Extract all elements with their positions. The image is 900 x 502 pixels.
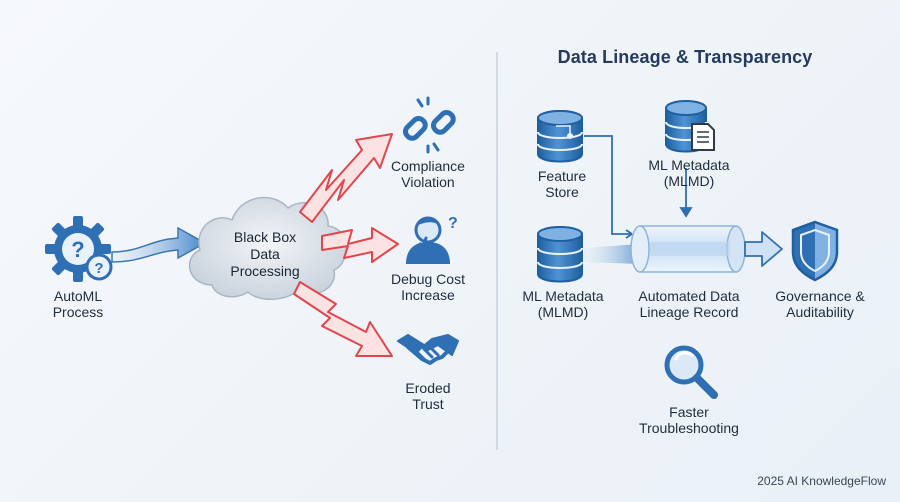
footer-credit: 2025 AI KnowledgeFlow xyxy=(757,474,886,488)
flow-into-pipe xyxy=(584,244,640,264)
ml-metadata-top-label: ML Metadata (MLMD) xyxy=(648,157,730,189)
magnifier-icon xyxy=(664,345,718,399)
section-title: Data Lineage & Transparency xyxy=(557,47,813,67)
cloud-icon xyxy=(188,196,347,300)
lineage-record-label: Automated Data Lineage Record xyxy=(638,288,740,320)
red-arrow-trust xyxy=(293,281,393,357)
database-document-icon xyxy=(665,100,715,153)
database-icon xyxy=(537,110,583,163)
flow-arrow-to-cloud xyxy=(111,226,207,263)
compliance-violation-label: Compliance Violation xyxy=(391,158,465,190)
confused-person-icon: ? xyxy=(406,215,458,264)
pipe-cylinder-icon xyxy=(630,225,746,273)
governance-label: Governance & Auditability xyxy=(775,288,865,320)
svg-text:?: ? xyxy=(71,237,84,262)
troubleshooting-label: Faster Troubleshooting xyxy=(639,404,739,436)
red-arrow-debug xyxy=(321,227,399,263)
connector-lines xyxy=(584,135,693,239)
handshake-icon xyxy=(397,334,459,365)
black-box-label: Black Box Data Processing xyxy=(230,229,300,279)
eroded-trust-label: Eroded Trust xyxy=(405,380,451,412)
svg-text:?: ? xyxy=(94,260,103,277)
gear-question-icon: ? ? xyxy=(45,216,113,282)
svg-text:?: ? xyxy=(448,215,458,232)
red-arrow-compliance xyxy=(299,133,393,223)
flow-arrow-to-governance xyxy=(744,231,783,267)
broken-link-icon xyxy=(402,96,456,154)
ml-metadata-left-label: ML Metadata (MLMD) xyxy=(522,288,604,320)
automl-process-label: AutoML Process xyxy=(52,288,104,320)
feature-store-label: Feature Store xyxy=(537,168,587,200)
debug-cost-label: Debug Cost Increase xyxy=(391,271,465,303)
database-icon-left xyxy=(537,226,583,283)
shield-icon xyxy=(791,220,839,282)
